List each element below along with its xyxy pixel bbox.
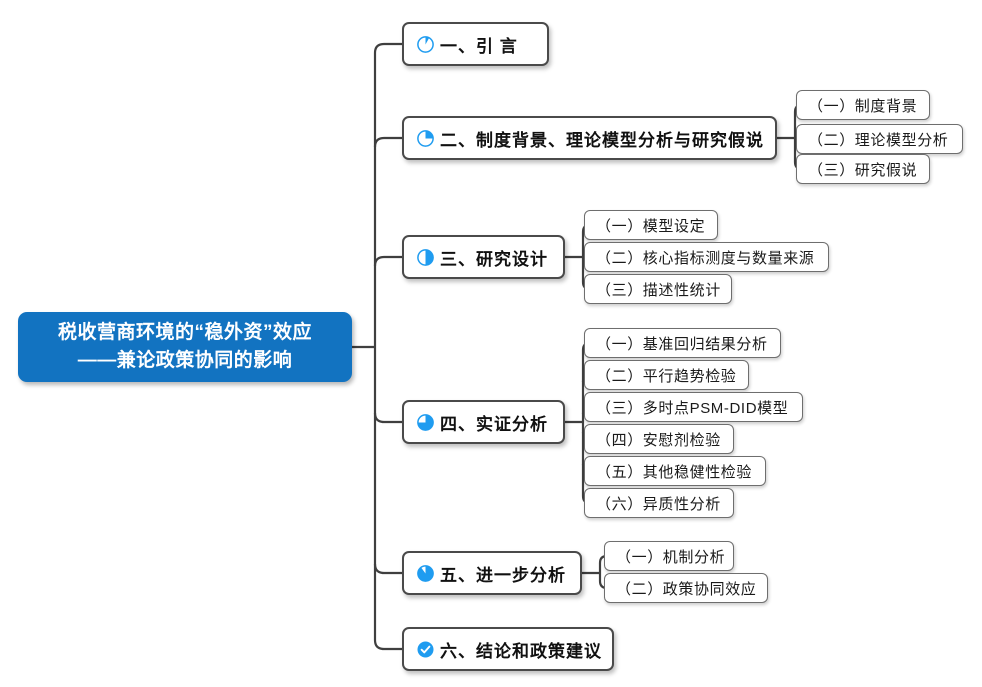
branch-connector (373, 639, 402, 651)
subtopic-node[interactable]: （四）安慰剂检验 (584, 424, 734, 454)
check-circle-icon (417, 641, 434, 657)
subtopic-label: （一）基准回归结果分析 (596, 335, 768, 353)
root-topic-text: 税收营商环境的“稳外资”效应 ——兼论政策协同的影响 (58, 319, 312, 375)
root-topic-line-1: 税收营商环境的“稳外资”效应 (57, 322, 312, 343)
subtopic-label: （三）多时点PSM-DID模型 (596, 399, 789, 417)
progress-pie-icon (417, 413, 434, 431)
progress-pie-icon (417, 564, 434, 582)
subtopic-label: （三）研究假说 (808, 161, 918, 179)
branch-connector (373, 412, 402, 424)
main-topic-label: 二、制度背景、理论模型分析与研究假说 (440, 130, 764, 150)
subtopic-node[interactable]: （二）理论模型分析 (796, 124, 963, 154)
subtopic-label: （四）安慰剂检验 (596, 431, 721, 449)
main-topic-2[interactable]: 二、制度背景、理论模型分析与研究假说 (402, 116, 777, 160)
main-topic-4[interactable]: 四、实证分析 (402, 400, 565, 444)
subtopic-label: （二）理论模型分析 (808, 131, 949, 149)
subtopic-label: （二）平行趋势检验 (596, 367, 737, 385)
subtopic-node[interactable]: （三）研究假说 (796, 154, 930, 184)
subtopic-label: （一）制度背景 (808, 97, 918, 115)
subtopic-node[interactable]: （六）异质性分析 (584, 488, 734, 518)
subtopic-label: （一）模型设定 (596, 217, 706, 235)
subtopic-label: （六）异质性分析 (596, 495, 721, 513)
subtopic-node[interactable]: （一）基准回归结果分析 (584, 328, 781, 358)
progress-pie-icon (417, 248, 434, 266)
progress-pie-icon (417, 129, 434, 147)
subtopic-node[interactable]: （一）制度背景 (796, 90, 930, 120)
branch-connector (373, 136, 402, 148)
subtopic-label: （三）描述性统计 (596, 281, 721, 299)
main-topic-label: 四、实证分析 (440, 414, 548, 434)
branch-connector (373, 563, 402, 575)
branch-connector (373, 42, 402, 54)
subtopic-node[interactable]: （一）模型设定 (584, 210, 718, 240)
subtopic-label: （一）机制分析 (616, 548, 726, 566)
subtopic-node[interactable]: （一）机制分析 (604, 541, 734, 571)
subtopic-node[interactable]: （三）多时点PSM-DID模型 (584, 392, 803, 422)
main-topic-label: 六、结论和政策建议 (440, 641, 602, 661)
subtopic-node[interactable]: （五）其他稳健性检验 (584, 456, 766, 486)
main-topic-label: 一、引 言 (440, 36, 518, 56)
subtopic-node[interactable]: （二）政策协同效应 (604, 573, 768, 603)
main-topic-1[interactable]: 一、引 言 (402, 22, 549, 66)
main-topic-label: 五、进一步分析 (440, 565, 566, 585)
main-topic-3[interactable]: 三、研究设计 (402, 235, 565, 279)
subtopic-node[interactable]: （三）描述性统计 (584, 274, 732, 304)
progress-pie-icon (417, 35, 434, 53)
subtopic-node[interactable]: （二）平行趋势检验 (584, 360, 749, 390)
subtopic-node[interactable]: （二）核心指标测度与数量来源 (584, 242, 829, 272)
root-topic[interactable]: 税收营商环境的“稳外资”效应 ——兼论政策协同的影响 (18, 312, 352, 382)
branch-connector (373, 255, 402, 267)
subtopic-label: （二）核心指标测度与数量来源 (596, 249, 815, 267)
main-topic-label: 三、研究设计 (440, 249, 548, 269)
main-topic-5[interactable]: 五、进一步分析 (402, 551, 582, 595)
main-topic-6[interactable]: 六、结论和政策建议 (402, 627, 614, 671)
subtopic-label: （五）其他稳健性检验 (596, 463, 753, 481)
root-topic-line-2: ——兼论政策协同的影响 (77, 350, 293, 371)
subtopic-label: （二）政策协同效应 (616, 580, 757, 598)
